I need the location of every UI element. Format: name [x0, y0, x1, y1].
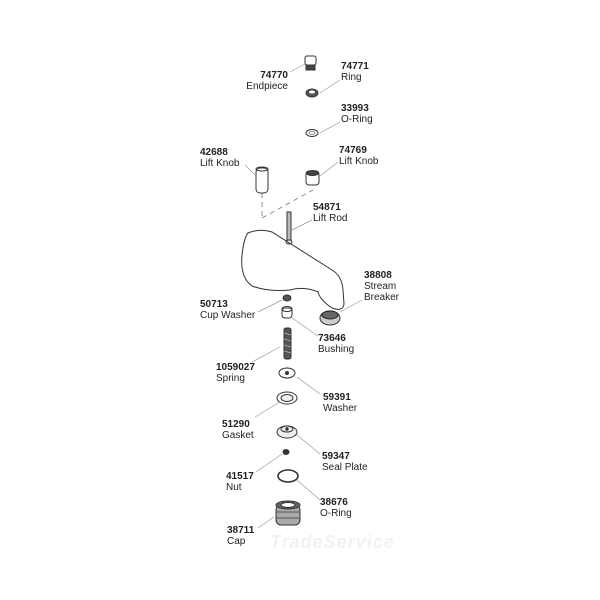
- leader-lines: [244, 63, 363, 529]
- watermark: TradeService: [270, 532, 395, 552]
- cap-part: [275, 500, 301, 526]
- endpiece-part: [304, 55, 317, 71]
